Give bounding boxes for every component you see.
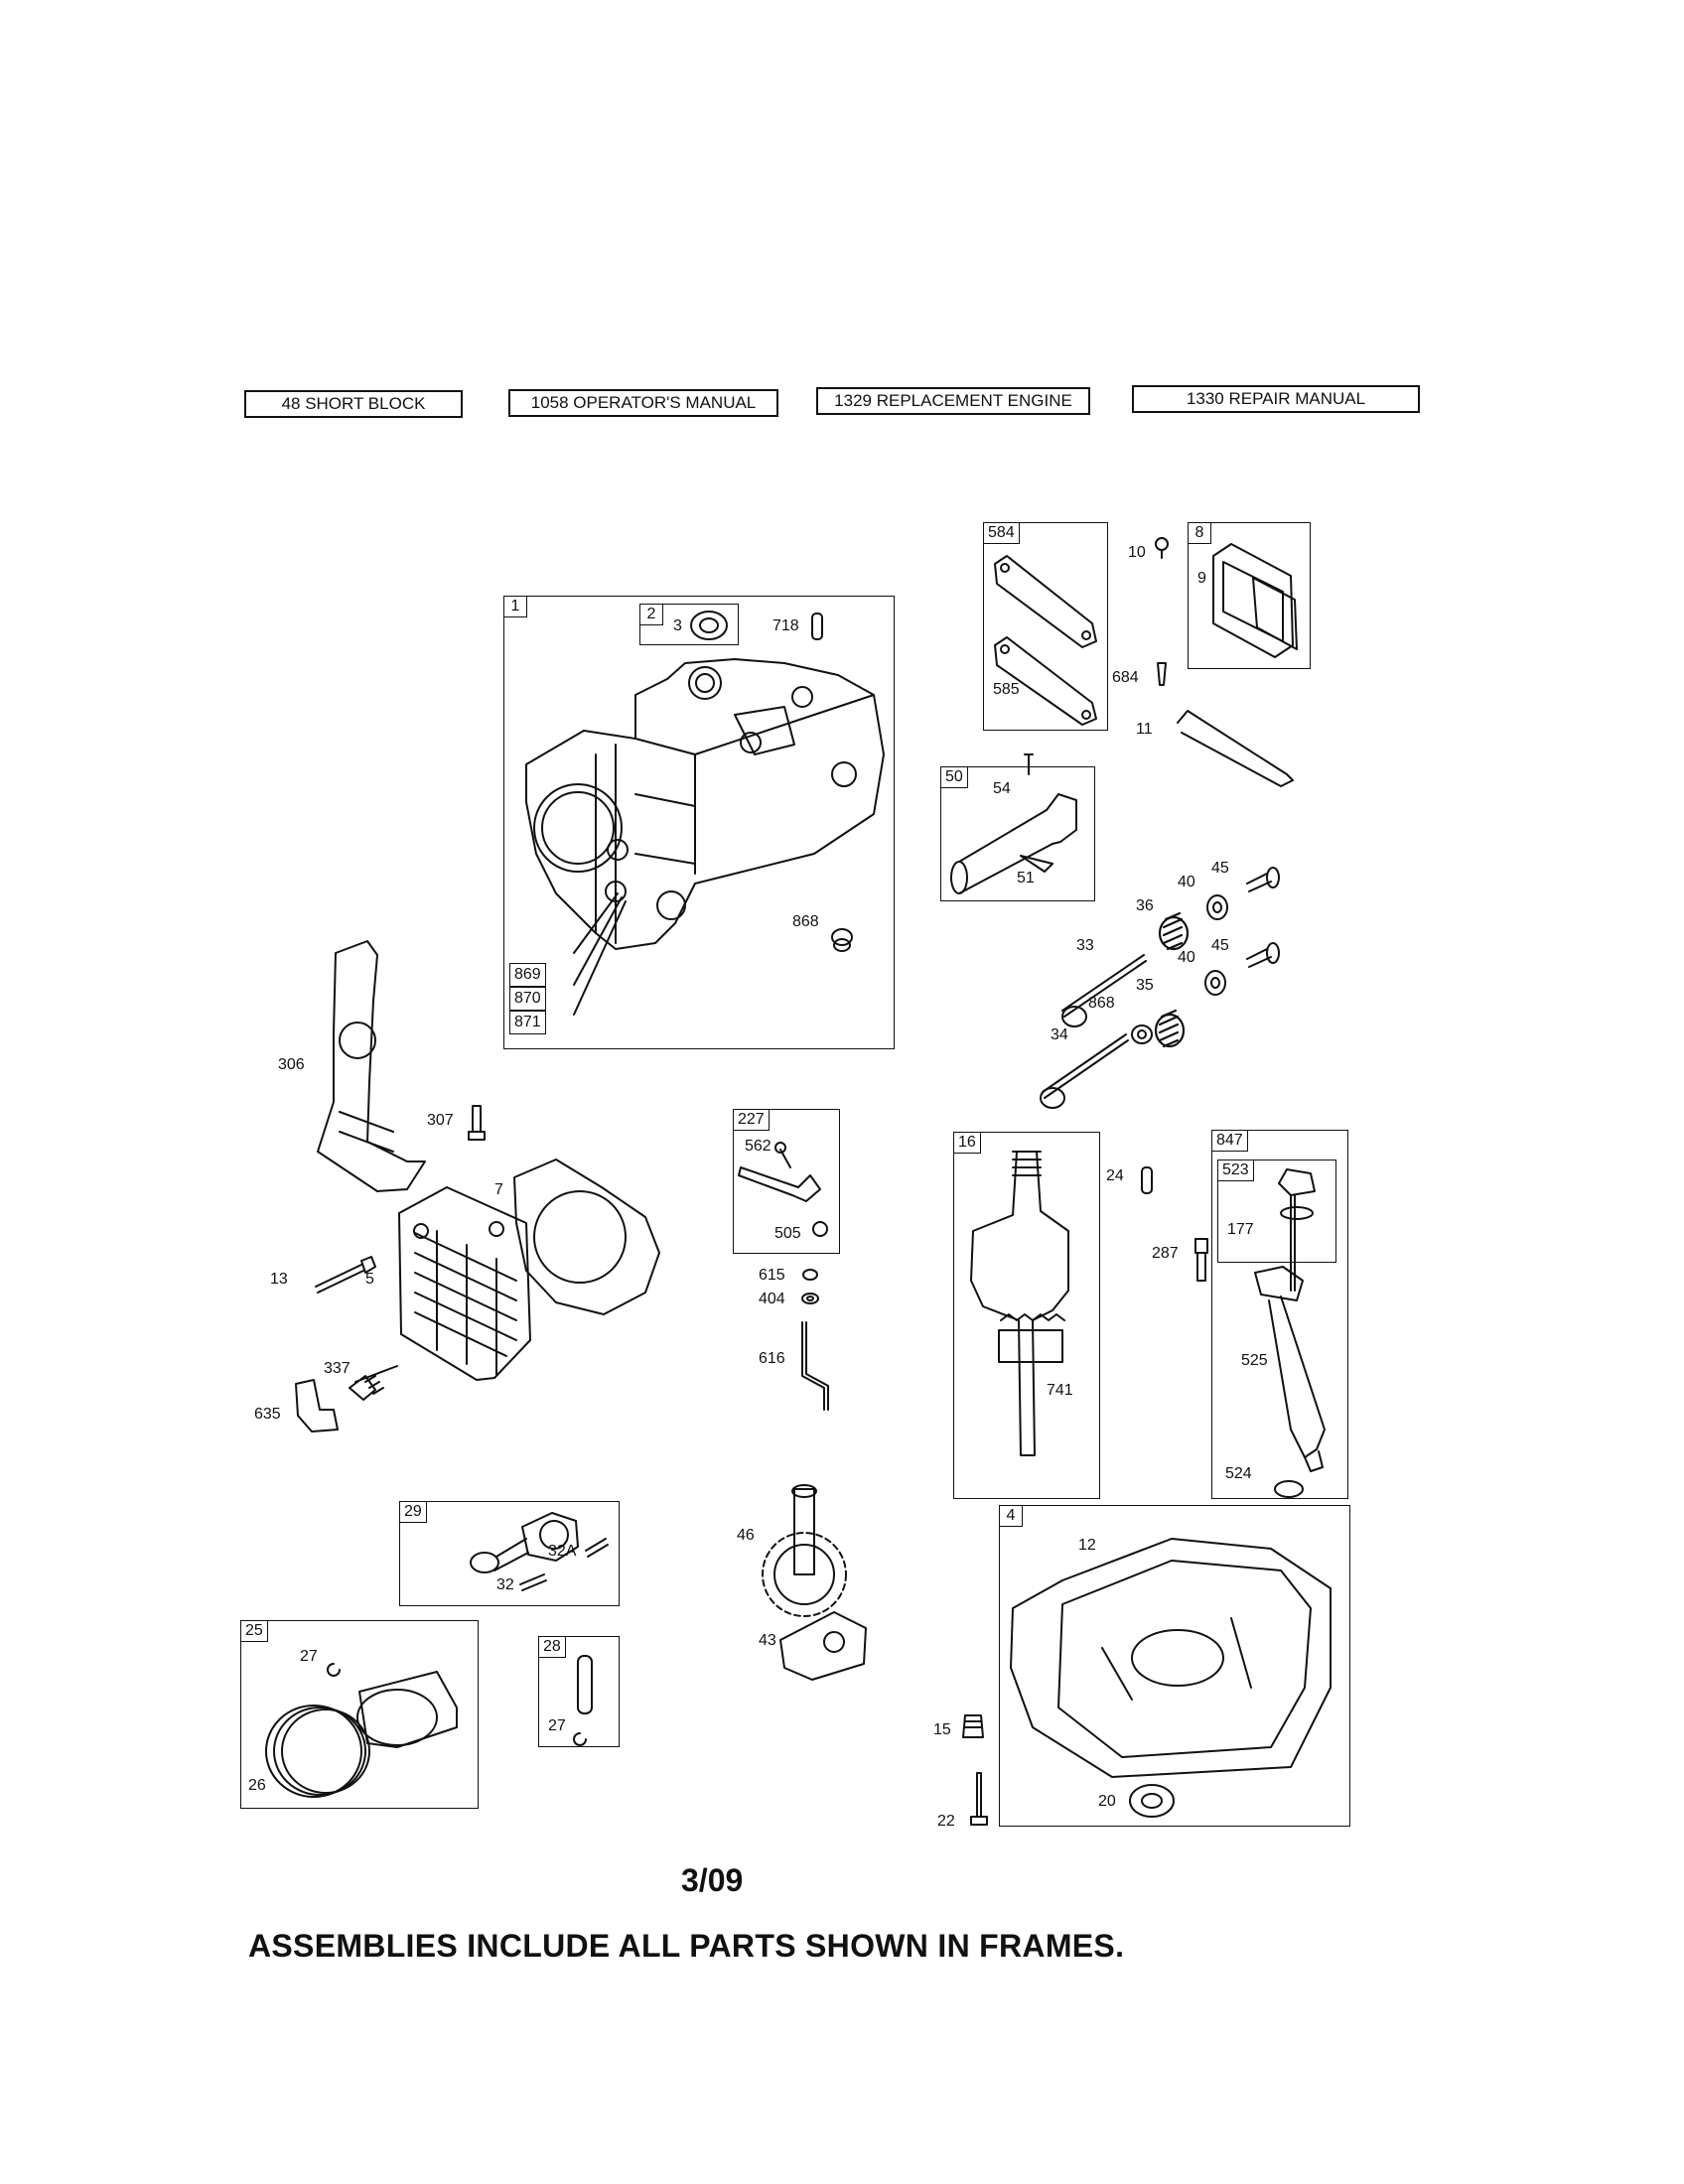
part-label-615: 615 (759, 1267, 785, 1284)
frame-cylinder-block (503, 596, 895, 1049)
part-label-868-valve: 868 (1088, 995, 1115, 1012)
part-label-43: 43 (759, 1632, 776, 1649)
part-label-12: 12 (1078, 1537, 1096, 1554)
part-label-3: 3 (673, 617, 682, 634)
part-label-32: 32 (496, 1576, 514, 1593)
frame-tag-1: 1 (503, 596, 527, 617)
part-label-36: 36 (1136, 897, 1154, 914)
part-label-54: 54 (993, 780, 1011, 797)
ref-box-replacement-engine: 1329 REPLACEMENT ENGINE (816, 387, 1090, 415)
part-label-869: 869 (509, 963, 546, 987)
part-label-45-upper: 45 (1211, 860, 1229, 877)
part-label-616: 616 (759, 1350, 785, 1367)
part-label-9: 9 (1197, 570, 1206, 587)
part-label-585: 585 (993, 681, 1020, 698)
part-label-5: 5 (365, 1271, 374, 1288)
part-label-35: 35 (1136, 977, 1154, 994)
part-label-32a: 32A (548, 1543, 577, 1560)
part-label-505: 505 (774, 1225, 801, 1242)
frame-piston-pin (538, 1636, 620, 1747)
frame-valve-cover (1188, 522, 1311, 669)
frame-dipstick (1217, 1160, 1336, 1263)
part-label-26: 26 (248, 1777, 266, 1794)
part-label-10: 10 (1128, 544, 1146, 561)
part-label-525: 525 (1241, 1352, 1268, 1369)
frame-connecting-rod (399, 1501, 620, 1606)
part-label-20: 20 (1098, 1793, 1116, 1810)
part-label-22: 22 (937, 1813, 955, 1830)
ref-box-operators-manual: 1058 OPERATOR'S MANUAL (508, 389, 778, 417)
part-label-868-block: 868 (792, 913, 819, 930)
part-label-337: 337 (324, 1360, 351, 1377)
part-label-287: 287 (1152, 1245, 1179, 1262)
frame-tag-2: 2 (639, 604, 663, 625)
frame-tag-4: 4 (999, 1505, 1023, 1527)
part-label-27-piston: 27 (300, 1648, 318, 1665)
frame-tag-227: 227 (733, 1109, 770, 1131)
frame-tag-584: 584 (983, 522, 1020, 544)
part-label-40-upper: 40 (1178, 874, 1195, 890)
part-label-24: 24 (1106, 1167, 1124, 1184)
part-label-7: 7 (494, 1181, 503, 1198)
frame-dipstick-tube (1211, 1130, 1348, 1499)
part-label-40-lower: 40 (1178, 949, 1195, 966)
revision-date: 3/09 (681, 1862, 744, 1898)
part-label-33: 33 (1076, 937, 1094, 954)
part-label-177: 177 (1227, 1221, 1254, 1238)
part-label-15: 15 (933, 1721, 951, 1738)
part-label-11: 11 (1136, 721, 1153, 738)
part-label-718: 718 (772, 617, 799, 634)
footer-note: ASSEMBLIES INCLUDE ALL PARTS SHOWN IN FR… (248, 1928, 1125, 1964)
frame-sump (999, 1505, 1350, 1827)
part-label-45-lower: 45 (1211, 937, 1229, 954)
part-label-684: 684 (1112, 669, 1139, 686)
part-label-34: 34 (1051, 1026, 1068, 1043)
frame-tag-29: 29 (399, 1501, 427, 1523)
cylinder-block-drawing (525, 658, 885, 1016)
ref-box-short-block: 48 SHORT BLOCK (244, 390, 463, 418)
part-label-524: 524 (1225, 1465, 1252, 1482)
part-label-404: 404 (759, 1291, 785, 1307)
frame-tag-50: 50 (940, 766, 968, 788)
part-label-13: 13 (270, 1271, 288, 1288)
frame-breather-tube (940, 766, 1095, 901)
part-label-51: 51 (1017, 870, 1035, 887)
part-label-27-pin: 27 (548, 1717, 566, 1734)
ref-box-repair-manual: 1330 REPAIR MANUAL (1132, 385, 1420, 413)
frame-piston-assembly (240, 1620, 479, 1809)
frame-tag-25: 25 (240, 1620, 268, 1642)
part-label-307: 307 (427, 1112, 454, 1129)
part-label-741: 741 (1047, 1382, 1073, 1399)
frame-crankshaft (953, 1132, 1100, 1499)
part-label-870: 870 (509, 987, 546, 1011)
frame-tag-16: 16 (953, 1132, 981, 1154)
frame-gasket-set (983, 522, 1108, 731)
part-label-871: 871 (509, 1011, 546, 1034)
part-label-635: 635 (254, 1406, 281, 1423)
part-label-562: 562 (745, 1138, 772, 1155)
frame-tag-8: 8 (1188, 522, 1211, 544)
frame-governor-lever (733, 1109, 840, 1254)
part-label-306: 306 (278, 1056, 305, 1073)
part-label-46: 46 (737, 1527, 755, 1544)
frame-tag-28: 28 (538, 1636, 566, 1658)
frame-tag-847: 847 (1211, 1130, 1248, 1152)
frame-tag-523: 523 (1217, 1160, 1254, 1181)
